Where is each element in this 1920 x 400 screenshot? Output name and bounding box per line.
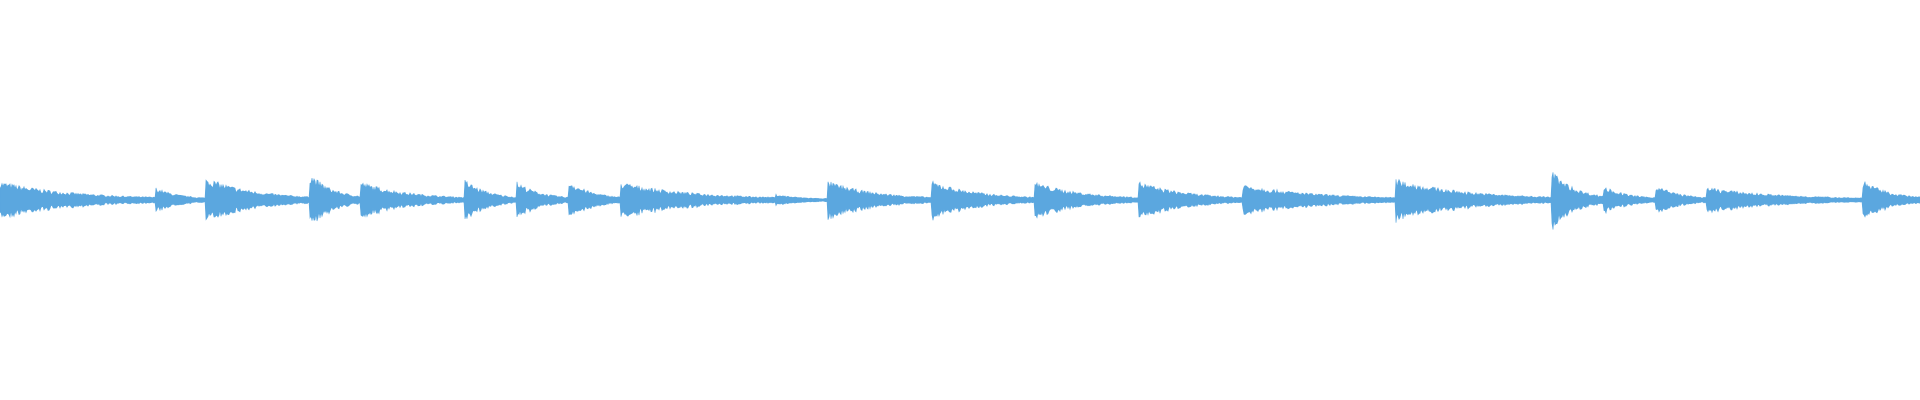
waveform-path	[0, 172, 1920, 230]
